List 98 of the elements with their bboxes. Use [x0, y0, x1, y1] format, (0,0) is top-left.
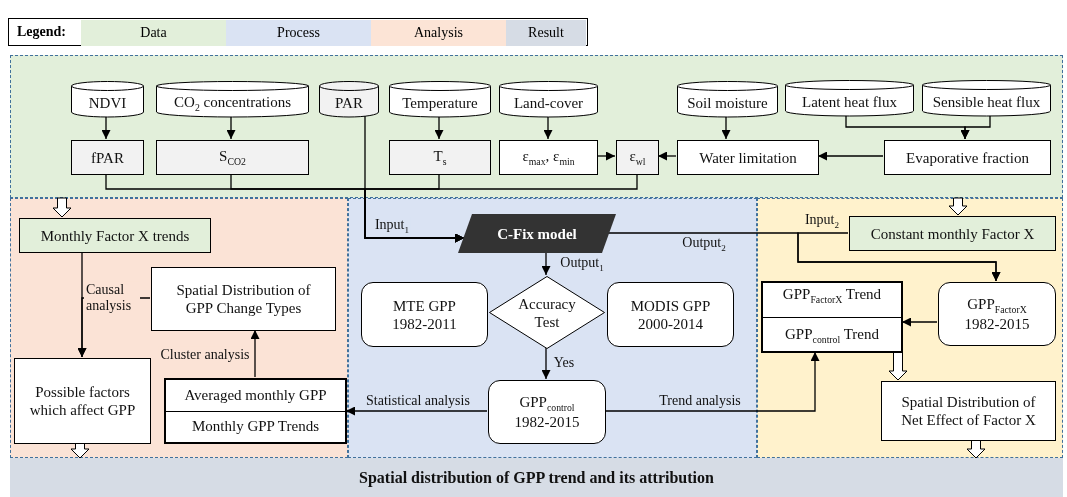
rounded-box [607, 282, 734, 347]
edge-label: Trend analysis [657, 392, 743, 410]
rounded-box [938, 282, 1056, 346]
node-label: Spatial distribution of GPP trend and its attribution [358, 467, 715, 488]
database-cylinder [677, 81, 778, 117]
node-label: ε$_{wl}$ [628, 147, 647, 168]
block-arrow [888, 351, 908, 381]
node-label: Water limitation [698, 148, 798, 167]
node-label: Land-cover [512, 94, 585, 112]
arrow [226, 115, 236, 140]
legend-swatch: Data [81, 20, 226, 46]
edge-label: Output$_{1}$ [558, 254, 606, 274]
result-band [10, 458, 1063, 497]
node-label: ε$_{max}$, ε$_{min}$ [521, 147, 576, 168]
node-label: Spatial Distribution of GPP Change Types [175, 281, 312, 317]
arrow [541, 251, 551, 276]
database-cylinder [785, 80, 914, 116]
node-label: Soil moisture [686, 94, 769, 112]
process-box [19, 218, 211, 253]
arrow [817, 151, 884, 161]
legend-swatch: Process [226, 20, 371, 46]
arrow [960, 114, 991, 140]
process-box [884, 140, 1051, 175]
database-cylinder [389, 81, 491, 117]
legend-title: Legend: [17, 24, 66, 40]
model-parallelogram [458, 214, 616, 253]
decision-diamond [489, 276, 605, 349]
arrow [541, 347, 551, 380]
arrow [250, 329, 260, 378]
node-label: Accuracy Test [517, 294, 577, 331]
database-cylinder [71, 81, 144, 117]
node-label: Latent heat flux [801, 93, 898, 111]
arrow [543, 115, 553, 140]
process-box [849, 216, 1056, 251]
process-box [616, 140, 659, 175]
arrow [604, 351, 820, 412]
process-box [151, 267, 336, 331]
legend-swatch: Analysis [371, 20, 506, 46]
arrow [101, 115, 111, 140]
dashed-panel [757, 198, 1063, 458]
database-cylinder [922, 80, 1051, 116]
process-box [389, 140, 491, 175]
node-label: Constant monthly Factor X [869, 224, 1036, 243]
database-cylinder [499, 81, 598, 117]
dashed-panel [10, 55, 1063, 198]
process-box [677, 140, 819, 175]
node-label: fPAR [90, 148, 125, 167]
dashed-panel [10, 198, 348, 458]
arrow [901, 317, 938, 327]
dashed-panel [348, 198, 757, 458]
node-label: MODIS GPP 2000-2014 [629, 296, 712, 333]
edge-label: Input$_{2}$ [802, 211, 842, 231]
edge-label: Input$_{1}$ [372, 216, 412, 236]
block-arrow [70, 442, 90, 459]
process-box [499, 140, 598, 175]
edge-label: Statistical analysis [364, 392, 472, 410]
arrow [596, 151, 616, 161]
split-box [164, 378, 347, 444]
node-label: GPP$_{FactorX}$ 1982-2015 [963, 294, 1031, 334]
node-label: Possible factors which affect GPP [28, 383, 137, 419]
database-cylinder [156, 81, 309, 117]
node-label: PAR [334, 94, 364, 112]
process-box [14, 358, 151, 444]
node-label: Temperature [401, 94, 479, 112]
arrow [797, 232, 1001, 282]
split-box [761, 281, 903, 353]
process-box [156, 140, 309, 175]
process-box [881, 381, 1056, 441]
block-arrow [966, 439, 986, 459]
node-label: GPP$_{control}$ 1982-2015 [513, 392, 581, 432]
edge-label: Cluster analysis [158, 346, 252, 364]
rounded-box [488, 380, 606, 444]
node-label: NDVI [87, 94, 128, 112]
node-label: C-Fix model [496, 224, 578, 243]
arrow [345, 406, 488, 416]
node-label: Averaged monthly GPP [183, 386, 328, 405]
database-cylinder [319, 81, 379, 117]
node-label: Spatial Distribution of Net Effect of Factor X [900, 393, 1037, 429]
node-label: MTE GPP 1982-2011 [391, 296, 458, 333]
edge-label: Output$_{2}$ [680, 234, 728, 254]
block-arrow [948, 197, 968, 216]
arrow [721, 115, 731, 140]
arrow [657, 151, 677, 161]
node-label: Monthly GPP Trends [166, 410, 345, 441]
process-box [71, 140, 144, 175]
node-label: Sensible heat flux [931, 93, 1042, 111]
node-label: Evaporative fraction [905, 148, 1030, 167]
node-label: Monthly Factor X trends [39, 226, 191, 245]
rounded-box [361, 282, 488, 347]
node-label: S$_{CO2}$ [218, 147, 247, 168]
arrow [364, 173, 638, 243]
node-label: T$_{s}$ [432, 147, 448, 168]
block-arrow [52, 197, 72, 218]
edge-label: Causal analysis [84, 281, 140, 315]
node-label: GPP$_{FactorX}$ Trend [781, 285, 883, 307]
arrow [434, 115, 444, 140]
node-label: CO$_{2}$ concentrations [173, 92, 292, 114]
legend-swatch: Result [506, 20, 586, 46]
